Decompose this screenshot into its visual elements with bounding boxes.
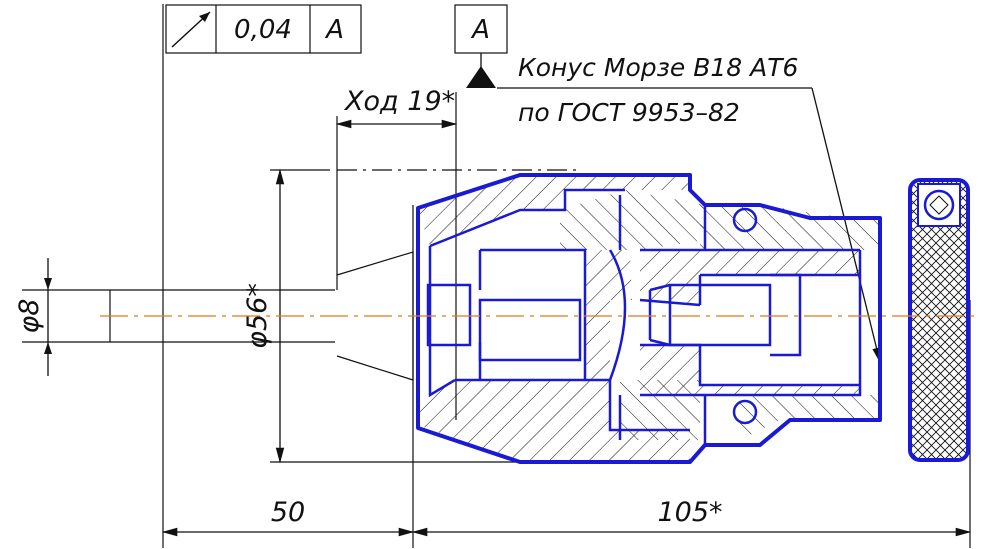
ball-upper-icon <box>732 207 758 233</box>
taper-note: Конус Морзе В18 АТ6 по ГОСТ 9953–82 <box>497 53 880 362</box>
runout-datum-ref: A <box>324 15 344 45</box>
length-105-label: 105* <box>657 497 722 528</box>
datum-flag: A <box>454 4 508 88</box>
diameter-8-label: φ8 <box>14 299 45 334</box>
knurled-ring <box>908 178 970 462</box>
ball-lower-icon <box>732 399 758 425</box>
stroke-dimension-label: Ход 19* <box>343 86 455 117</box>
runout-tolerance-frame: 0,04 A <box>165 4 362 54</box>
diameter-8-dimension: φ8 <box>14 258 52 376</box>
datum-label: A <box>470 15 490 45</box>
note-line-1: Конус Морзе В18 АТ6 <box>518 53 798 82</box>
datum-triangle-icon <box>466 66 496 88</box>
chuck-section <box>416 173 882 464</box>
length-50-label: 50 <box>271 497 305 528</box>
runout-tolerance-value: 0,04 <box>234 15 292 45</box>
length-105-dimension: 105* <box>413 497 970 532</box>
length-50-dimension: 50 <box>163 497 413 532</box>
screw-head-icon <box>923 189 955 221</box>
note-line-2: по ГОСТ 9953–82 <box>518 98 740 127</box>
runout-arrow-icon <box>171 11 211 48</box>
stroke-dimension: Ход 19* <box>337 86 456 124</box>
